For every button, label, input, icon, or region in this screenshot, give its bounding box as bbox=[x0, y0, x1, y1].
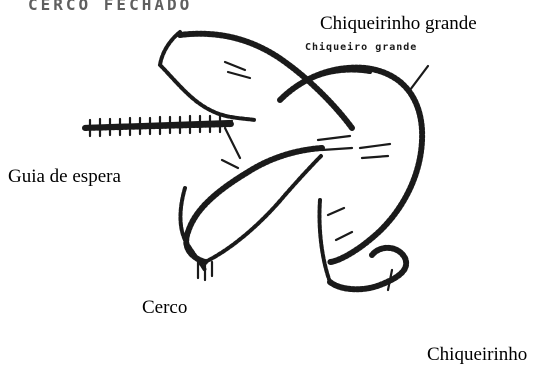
label-chiqueirinho-grande: Chiqueirinho grande bbox=[318, 13, 479, 34]
inner-scanned-caption: Chiqueiro grande bbox=[305, 41, 417, 53]
big-pen-loop bbox=[280, 66, 428, 262]
top-scanned-caption: CERCO FECHADO bbox=[28, 0, 192, 14]
label-chiqueirinho: Chiqueirinho bbox=[425, 344, 529, 365]
label-guia-de-espera: Guia de espera bbox=[6, 166, 123, 187]
cerco-lower-arc bbox=[180, 148, 322, 280]
label-cerco: Cerco bbox=[140, 297, 189, 318]
guide-fence-stakes bbox=[85, 115, 232, 136]
big-pen-pointer bbox=[410, 66, 428, 90]
